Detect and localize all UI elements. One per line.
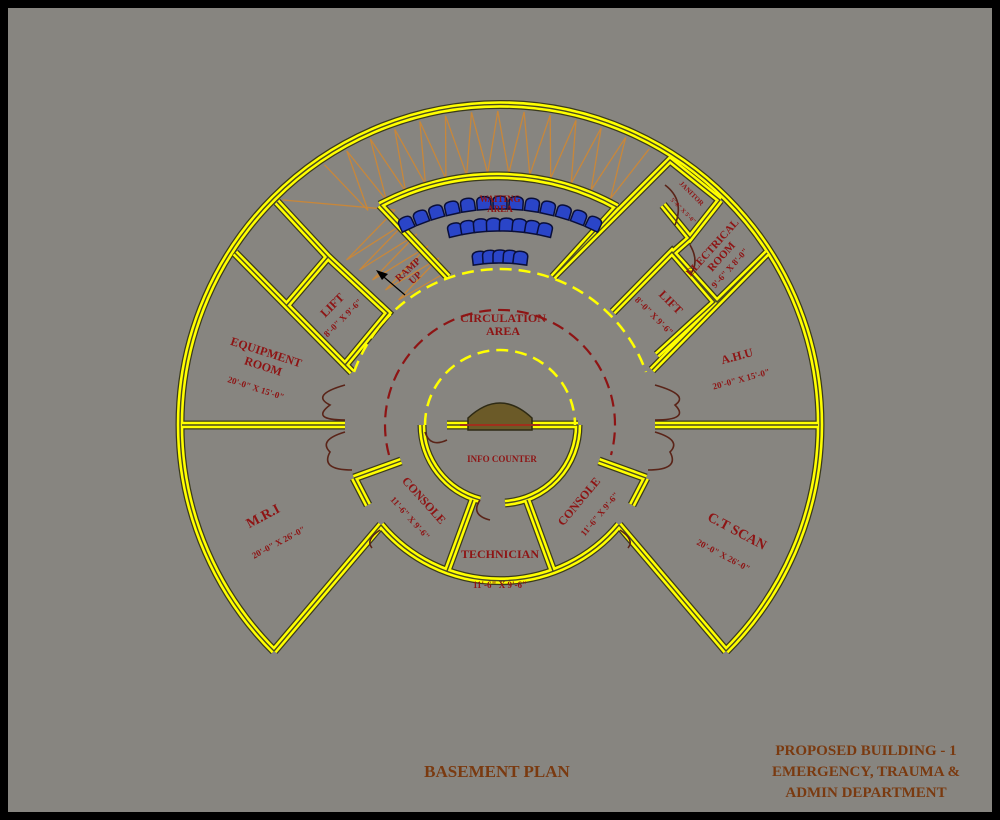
technician-size: 11'-6" X 9'-6" bbox=[473, 580, 527, 590]
ramp-arrow bbox=[376, 270, 406, 296]
seat bbox=[485, 217, 502, 233]
seat bbox=[538, 200, 557, 217]
circulation-area-label-2: AREA bbox=[486, 324, 520, 338]
waiting-seats bbox=[397, 195, 603, 266]
mri-size: 20'-0" X 26'-0" bbox=[250, 524, 307, 561]
waiting-area-label-2: AREA bbox=[487, 204, 513, 214]
seat bbox=[412, 209, 431, 227]
waiting-area-label: WAITING bbox=[479, 194, 520, 204]
seat bbox=[535, 222, 554, 239]
technician-label: TECHNICIAN bbox=[461, 547, 539, 561]
seat bbox=[523, 197, 541, 214]
seat bbox=[507, 195, 524, 211]
project-title-line-3: ADMIN DEPARTMENT bbox=[785, 785, 946, 801]
seat bbox=[583, 215, 603, 234]
mri-label: M.R.I bbox=[244, 502, 283, 532]
seat bbox=[492, 195, 508, 210]
lift-right-label: LIFT bbox=[656, 287, 686, 317]
project-title-line-2: EMERGENCY, TRAUMA & bbox=[772, 764, 960, 780]
project-title-line-1: PROPOSED BUILDING - 1 bbox=[775, 743, 956, 759]
info-counter-label: INFO COUNTER bbox=[467, 454, 537, 464]
circulation-dashed-lines bbox=[352, 267, 648, 456]
ahu-size: 20'-0" X 15'-0" bbox=[711, 367, 771, 392]
seat bbox=[476, 195, 493, 211]
info-counter bbox=[460, 402, 540, 431]
ramp-edge bbox=[282, 199, 396, 211]
circulation-area-label: CIRCULATION bbox=[460, 311, 546, 325]
seat bbox=[569, 209, 588, 227]
seat bbox=[443, 200, 462, 217]
seat bbox=[511, 250, 529, 266]
door-swings bbox=[321, 184, 696, 549]
drawing-title: BASEMENT PLAN bbox=[424, 762, 570, 781]
ramp-zigzag-lower bbox=[346, 209, 451, 301]
seat bbox=[554, 204, 572, 221]
ahu-label: A.H.U bbox=[719, 345, 754, 367]
equipment-room-size: 20'-0" X 15'-0" bbox=[226, 374, 285, 402]
seat bbox=[428, 204, 446, 221]
seat bbox=[397, 215, 417, 234]
seat bbox=[459, 197, 477, 214]
